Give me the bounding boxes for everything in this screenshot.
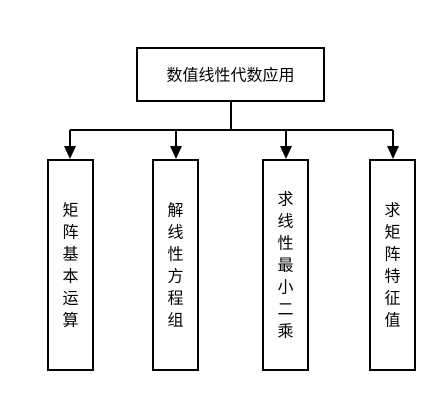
arrowhead-1 [64, 146, 76, 159]
connectors [64, 101, 399, 159]
child-node-box [47, 159, 94, 371]
arrowhead-2 [170, 146, 182, 159]
root-node-label: 数值线性代数应用 [166, 66, 294, 85]
arrowhead-4 [387, 146, 399, 159]
child-node-label: 求矩阵特征值 [384, 201, 400, 330]
child-node-1: 矩阵基本运算 [47, 159, 94, 371]
root-node: 数值线性代数应用 [136, 47, 325, 102]
child-node-label: 矩阵基本运算 [62, 201, 78, 330]
child-node-box [152, 159, 199, 371]
arrowhead-3 [280, 146, 292, 159]
child-node-label: 求线性最小二乘 [277, 190, 293, 341]
child-node-box [262, 159, 309, 371]
root-node-box [136, 47, 325, 102]
child-node-2: 解线性方程组 [152, 159, 199, 371]
child-node-label: 解线性方程组 [167, 201, 183, 330]
child-node-box [369, 159, 416, 371]
child-node-3: 求线性最小二乘 [262, 159, 309, 371]
child-node-4: 求矩阵特征值 [369, 159, 416, 371]
